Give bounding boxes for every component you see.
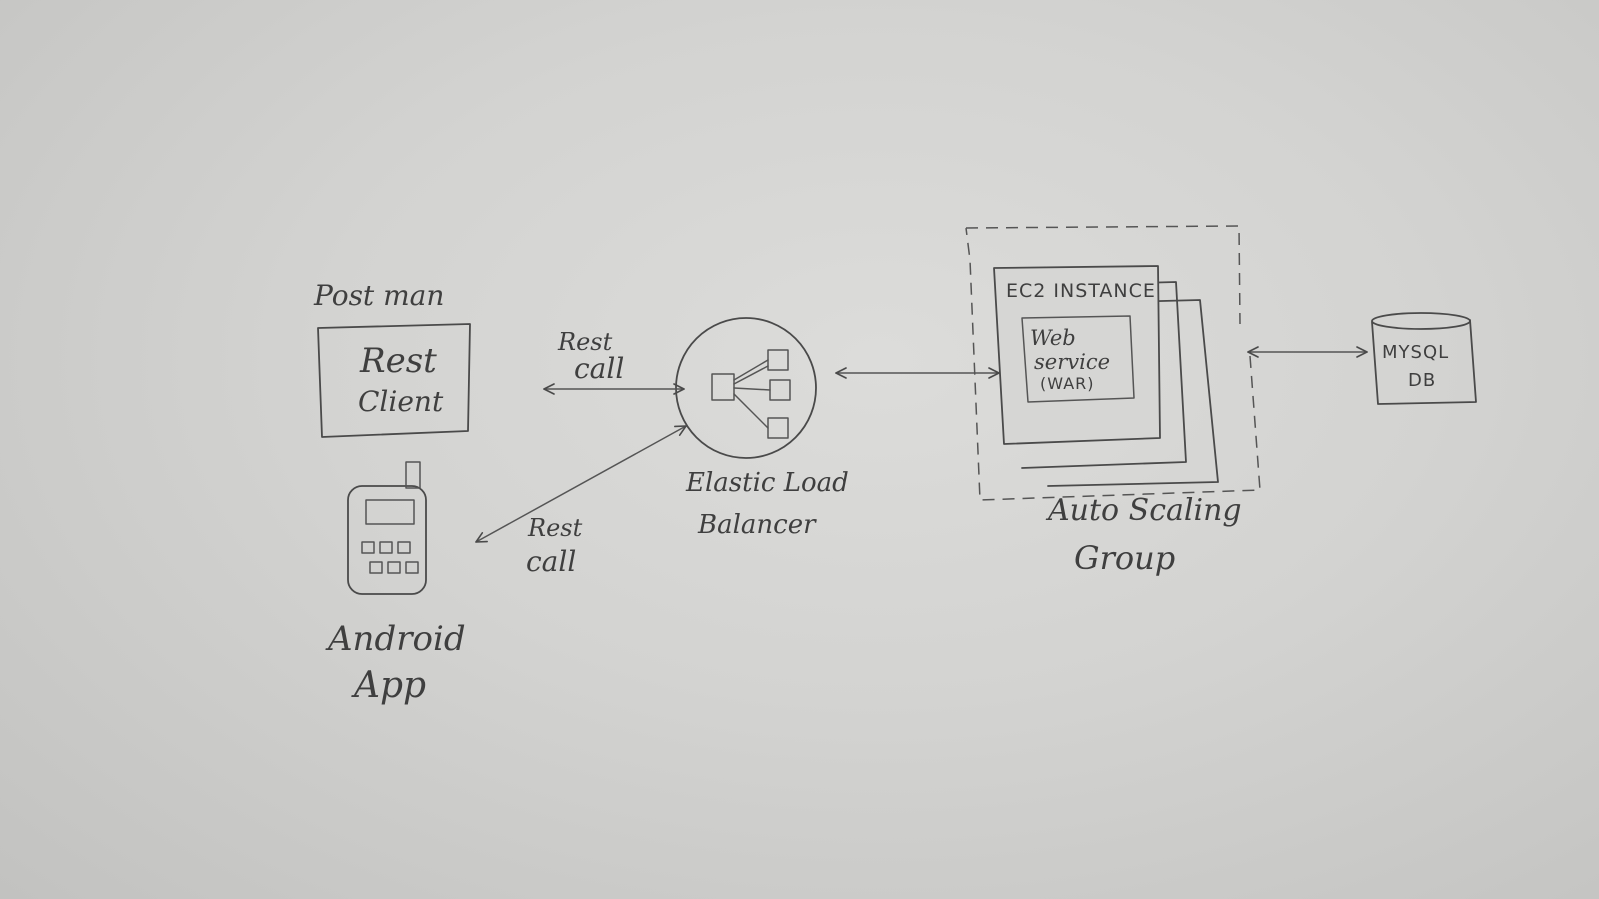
mysql-db-line2: DB: [1408, 370, 1437, 391]
elb-label-line2: Balancer: [698, 510, 816, 540]
auto-scaling-group-line1: Auto Scaling: [1048, 493, 1242, 528]
mysql-db-icon: [1371, 312, 1477, 405]
android-app-line1: Android: [328, 619, 466, 659]
ec2-instance-title: EC2 INSTANCE: [1006, 280, 1156, 302]
rest-call-top-line2: call: [574, 352, 625, 385]
rest-client-box: [317, 323, 471, 438]
rest-call-bottom-line2: call: [526, 545, 577, 578]
web-service-line1: Web: [1030, 326, 1076, 350]
android-phone-icon: [347, 461, 427, 595]
postman-title: Post man: [314, 279, 445, 312]
ec2-instance-box-front: [993, 265, 1161, 445]
web-service-box: [1021, 315, 1135, 403]
rest-client-line2: Client: [358, 385, 444, 418]
mysql-db-line1: MYSQL: [1382, 342, 1450, 363]
elb-label-line1: Elastic Load: [686, 468, 849, 498]
load-balancer-icon: [675, 317, 817, 459]
auto-scaling-group-line2: Group: [1074, 539, 1176, 577]
auto-scaling-group-boundary: [965, 225, 1261, 501]
rest-call-bottom-line1: Rest: [528, 514, 583, 542]
web-service-line3: (WAR): [1040, 374, 1095, 393]
android-app-line2: App: [354, 665, 427, 706]
web-service-line2: service: [1034, 350, 1111, 374]
rest-call-bottom-arrow: [475, 425, 687, 543]
rest-client-line1: Rest: [360, 341, 437, 381]
rest-call-top-line1: Rest: [558, 328, 613, 356]
